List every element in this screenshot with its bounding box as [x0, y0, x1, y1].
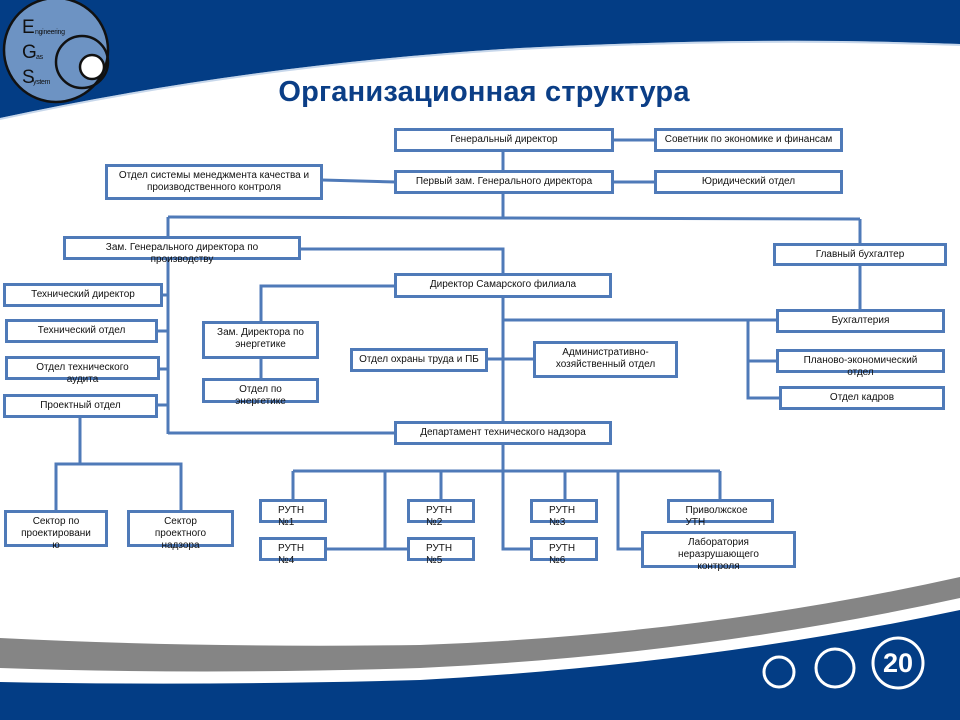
node-label: Департамент технического надзора	[420, 427, 586, 438]
node-label: РУТН №2	[426, 505, 453, 528]
node-label: Отдел кадров	[829, 392, 895, 403]
node-administrative-department[interactable]: Административно-хозяйственный отдел	[533, 341, 678, 378]
node-rutn-4[interactable]: РУТН №4	[259, 537, 327, 566]
node-design-sector[interactable]: Сектор по проектировани ю	[4, 510, 108, 551]
node-label: Планово-экономический отдел	[803, 355, 918, 378]
node-label: Лаборатория неразрушающего контроля	[678, 537, 759, 572]
node-advisor-economics[interactable]: Советник по экономике и финансам	[654, 128, 843, 152]
node-label: Технический директор	[31, 289, 135, 300]
node-label: Бухгалтерия	[831, 315, 890, 326]
node-label: Сектор по проектировани ю	[21, 516, 91, 551]
logo-outer-circle	[2, 0, 110, 104]
node-label: Отдел технического аудита	[36, 362, 129, 385]
node-ndt-lab[interactable]: Лаборатория неразрушающего контроля	[641, 531, 796, 572]
node-label: Отдел по энергетике	[235, 384, 286, 407]
node-label: РУТН №3	[549, 505, 576, 528]
node-label: Приволжское УТН	[685, 505, 748, 528]
node-label: РУТН №6	[549, 543, 576, 566]
node-label: Первый зам. Генерального директора	[415, 176, 593, 187]
node-general-director[interactable]: Генеральный директор	[394, 128, 614, 152]
node-quality-management[interactable]: Отдел системы менеджмента качества и про…	[105, 164, 323, 200]
node-energy-department[interactable]: Отдел по энергетике	[202, 378, 319, 407]
node-label: Зам. Генерального директора по производс…	[105, 242, 259, 265]
logo-word-system: ystem	[33, 79, 51, 86]
footer-circle-small	[762, 655, 796, 689]
node-accounting[interactable]: Бухгалтерия	[776, 309, 945, 333]
logo-letter-e: E	[22, 17, 35, 38]
node-label: Отдел охраны труда и ПБ	[359, 354, 479, 365]
node-label: Юридический отдел	[701, 176, 796, 187]
node-label: Административно-хозяйственный отдел	[555, 347, 656, 370]
node-rutn-3[interactable]: РУТН №3	[530, 499, 598, 528]
node-label: Отдел системы менеджмента качества и про…	[118, 170, 310, 193]
node-label: РУТН №4	[278, 543, 305, 566]
node-deputy-production[interactable]: Зам. Генерального директора по производс…	[63, 236, 301, 265]
node-deputy-energy[interactable]: Зам. Директора по энергетике	[202, 321, 319, 359]
node-technical-supervision[interactable]: Департамент технического надзора	[394, 421, 612, 445]
node-chief-accountant[interactable]: Главный бухгалтер	[773, 243, 947, 266]
node-rutn-1[interactable]: РУТН №1	[259, 499, 327, 528]
node-rutn-6[interactable]: РУТН №6	[530, 537, 598, 566]
node-planning-economic[interactable]: Планово-экономический отдел	[776, 349, 945, 378]
node-project-supervision-sector[interactable]: Сектор проектного надзора	[127, 510, 234, 551]
page-number: 20	[882, 647, 914, 678]
node-technical-department[interactable]: Технический отдел	[5, 319, 158, 343]
node-label: Проектный отдел	[40, 400, 121, 411]
node-project-department[interactable]: Проектный отдел	[3, 394, 158, 418]
logo-word-gas: as	[36, 54, 43, 61]
node-volga-utn[interactable]: Приволжское УТН	[667, 499, 774, 528]
top-banner	[0, 0, 960, 118]
node-label: Директор Самарского филиала	[429, 279, 577, 290]
node-technical-audit[interactable]: Отдел технического аудита	[5, 356, 160, 385]
node-label: Генеральный директор	[450, 134, 558, 145]
node-hr-department[interactable]: Отдел кадров	[779, 386, 945, 410]
node-first-deputy[interactable]: Первый зам. Генерального директора	[394, 170, 614, 194]
node-technical-director[interactable]: Технический директор	[3, 283, 163, 307]
node-label: Технический отдел	[37, 325, 126, 336]
bottom-banner	[0, 610, 960, 720]
node-label: РУТН №1	[278, 505, 305, 528]
logo-middle-circle	[54, 34, 110, 90]
node-label: Советник по экономике и финансам	[664, 134, 833, 145]
node-labor-safety[interactable]: Отдел охраны труда и ПБ	[350, 348, 488, 372]
node-rutn-2[interactable]: РУТН №2	[407, 499, 475, 528]
node-label: РУТН №5	[426, 543, 453, 566]
node-label: Главный бухгалтер	[815, 249, 905, 260]
page-title: Организационная структура	[278, 76, 690, 108]
node-samara-branch-director[interactable]: Директор Самарского филиала	[394, 273, 612, 298]
logo-letter-g: G	[22, 42, 37, 63]
logo-word-engineering: ngineering	[35, 29, 65, 36]
logo-letter-s: S	[22, 67, 35, 88]
node-legal-department[interactable]: Юридический отдел	[654, 170, 843, 194]
bottom-gray-stripe	[0, 577, 960, 672]
node-label: Зам. Директора по энергетике	[217, 327, 304, 350]
footer-circle-page	[871, 636, 925, 690]
node-rutn-5[interactable]: РУТН №5	[407, 537, 475, 566]
logo-inner-circle	[78, 53, 106, 81]
footer-circle-medium	[814, 647, 856, 689]
node-label: Сектор проектного надзора	[154, 516, 207, 551]
